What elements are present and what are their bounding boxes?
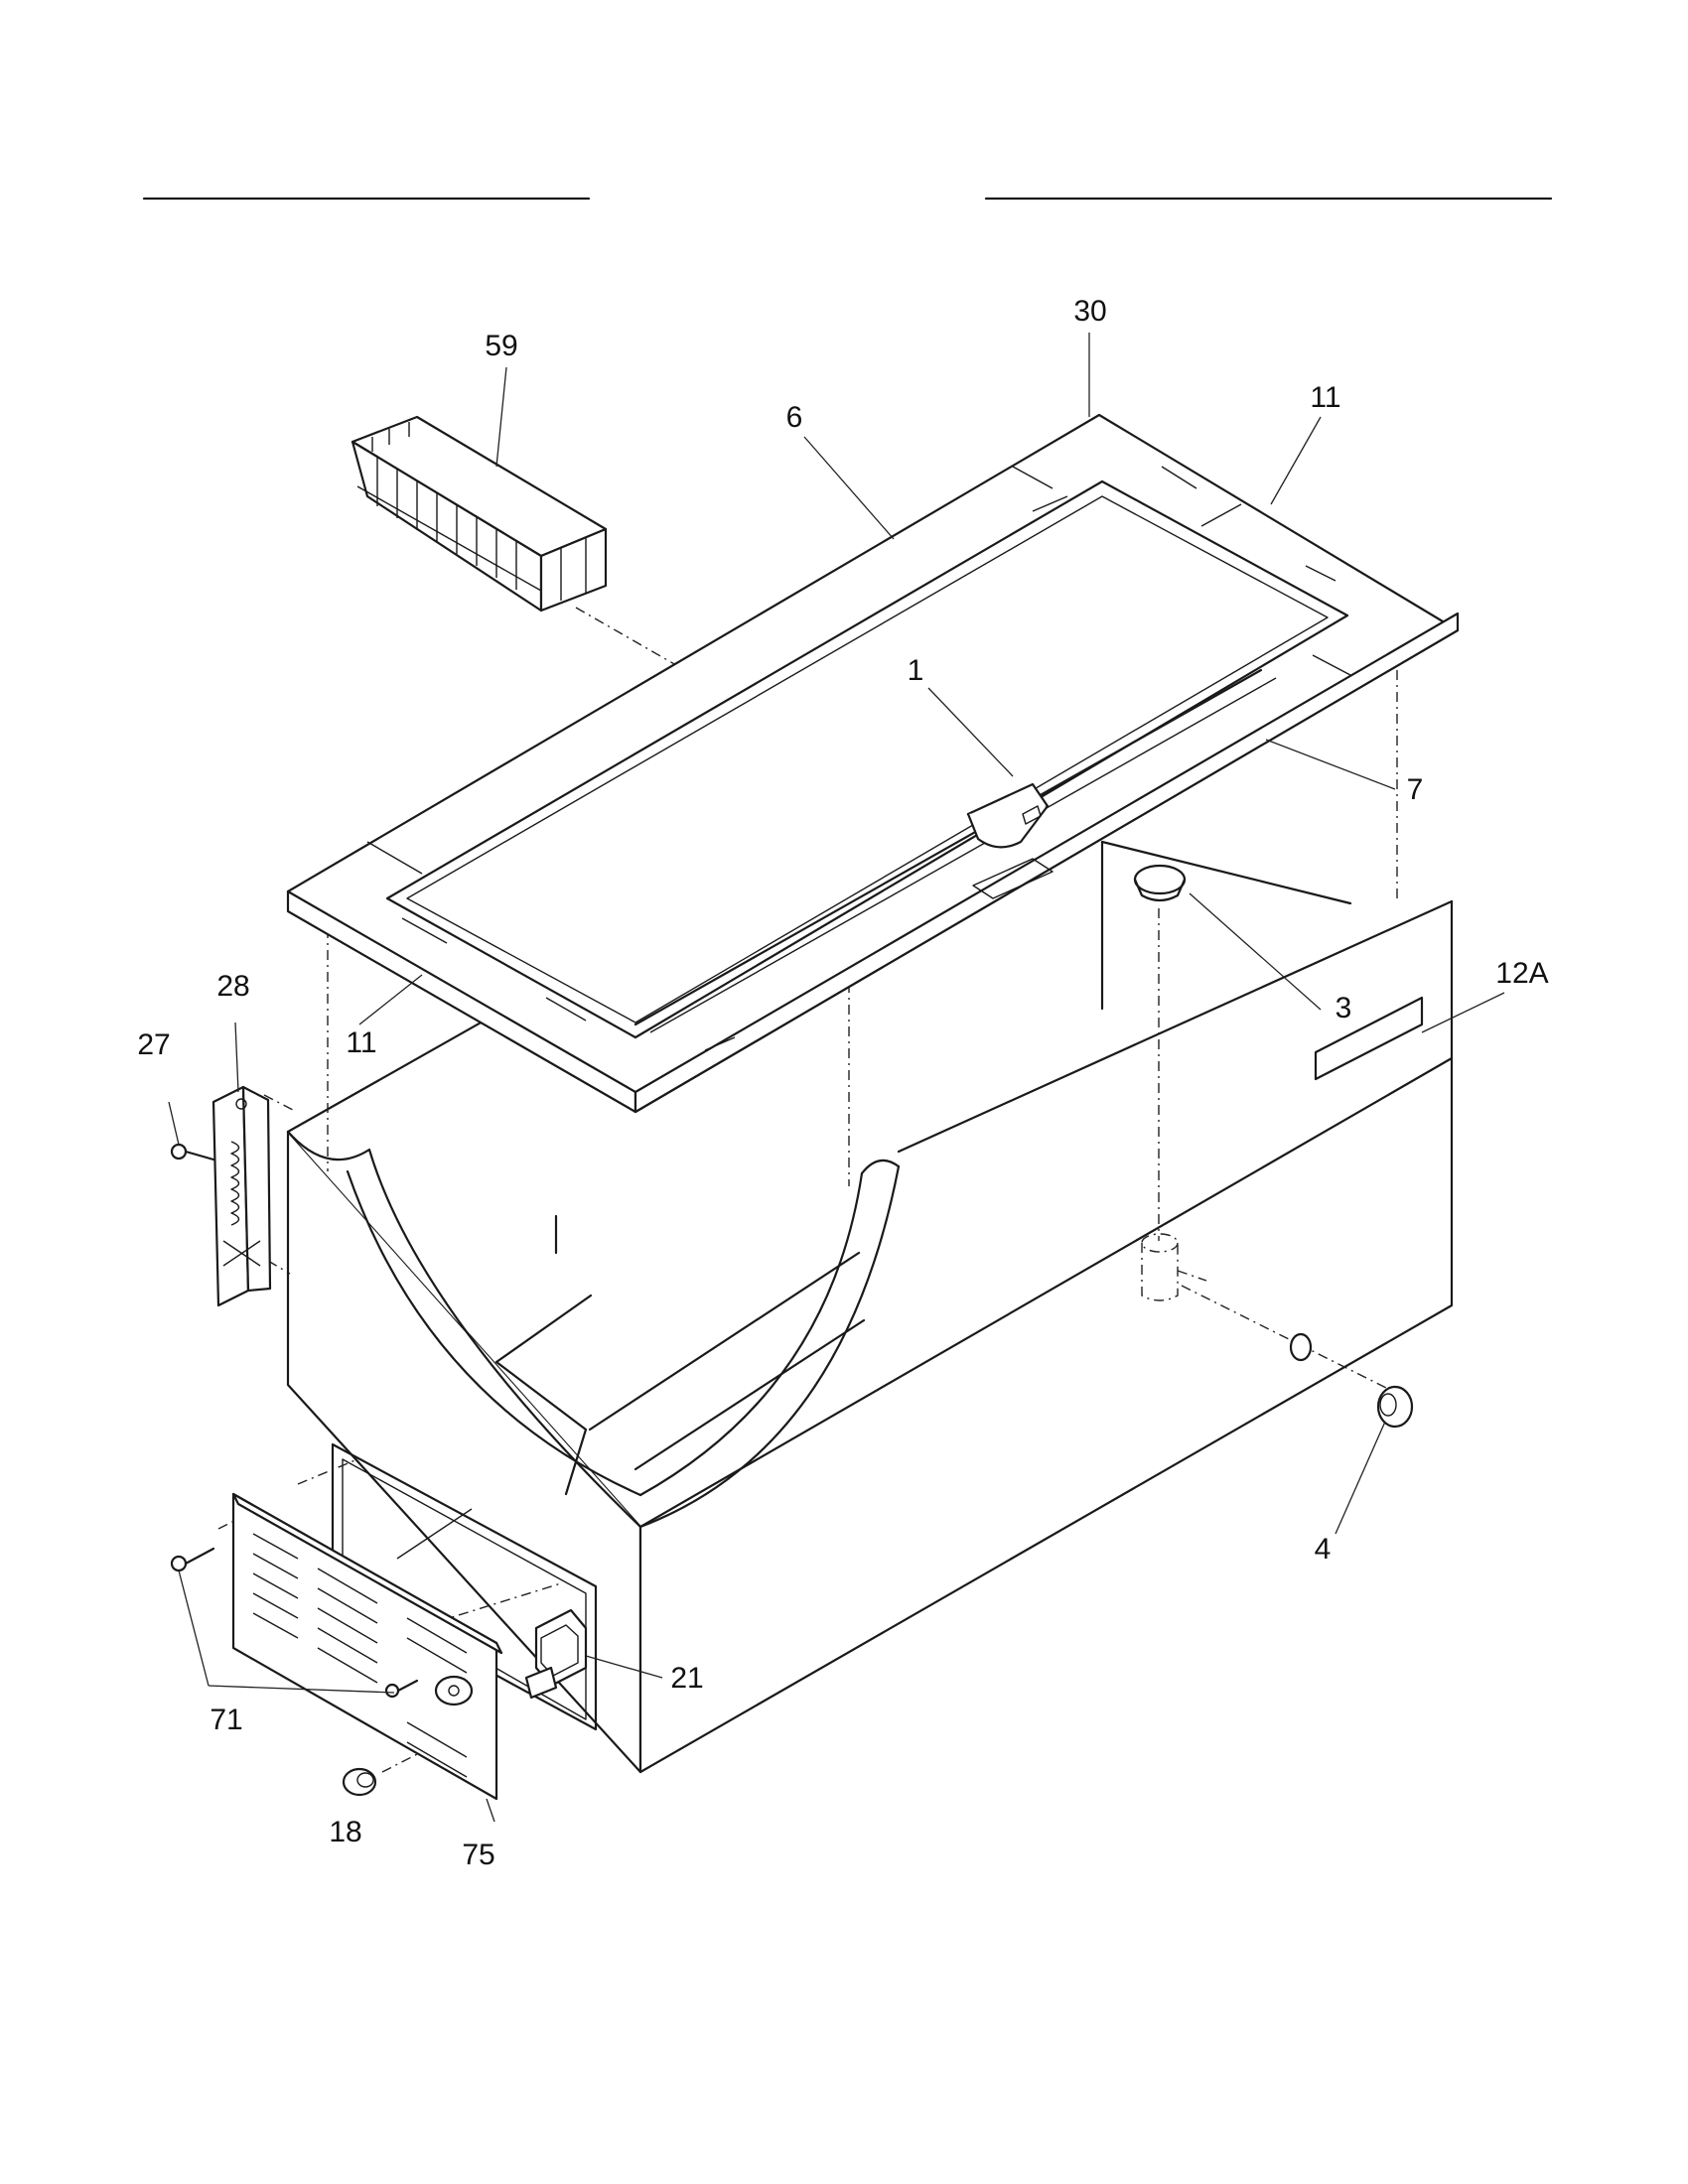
- callout-4: 4: [1315, 1533, 1332, 1566]
- callout-11-top: 11: [1310, 381, 1340, 414]
- storage-basket: [351, 415, 608, 613]
- thermostat-control: [524, 1608, 588, 1700]
- callout-27: 27: [137, 1028, 170, 1061]
- hinge-screw: [170, 1143, 215, 1161]
- callout-7: 7: [1407, 773, 1424, 806]
- callout-75: 75: [462, 1839, 494, 1871]
- lamp-lens: [1022, 805, 1042, 825]
- callout-1: 1: [908, 654, 924, 687]
- drain-grommet: [1289, 1332, 1313, 1362]
- kick-plate-grille: [231, 1492, 503, 1801]
- rating-label: [1314, 996, 1424, 1081]
- drain-cap-plug: [342, 1767, 377, 1797]
- breaker-frame-assembly: [286, 413, 1460, 1114]
- drain-plug: [1376, 1385, 1414, 1429]
- drain-tube-upper: [1133, 864, 1187, 902]
- callout-leaders: [168, 333, 1505, 1823]
- callout-12a: 12A: [1495, 957, 1548, 990]
- drain-fitting-ghost: [1141, 1233, 1207, 1301]
- callout-28: 28: [216, 970, 249, 1003]
- callout-71: 71: [210, 1704, 242, 1736]
- grille-screw-lower: [384, 1679, 419, 1699]
- callout-6: 6: [786, 401, 803, 434]
- lid-hinge: [211, 1085, 272, 1307]
- callout-18: 18: [329, 1816, 361, 1848]
- callout-59: 59: [485, 330, 517, 362]
- callout-21: 21: [670, 1662, 703, 1695]
- grille-screw-upper: [170, 1547, 215, 1572]
- callout-11-left: 11: [346, 1026, 376, 1059]
- callout-3: 3: [1336, 992, 1352, 1024]
- callout-30: 30: [1073, 295, 1106, 328]
- freezer-cabinet: [286, 840, 1454, 1774]
